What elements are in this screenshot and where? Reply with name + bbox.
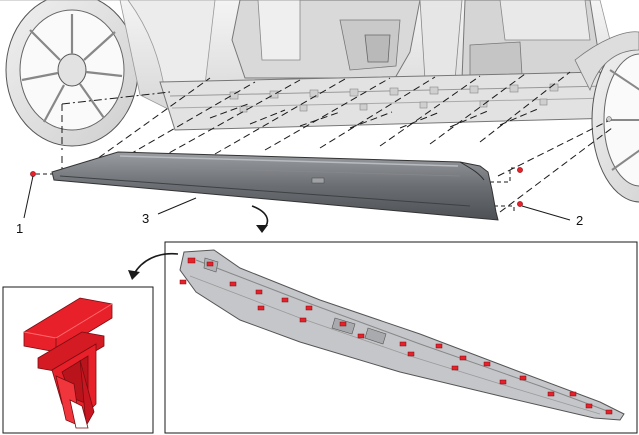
callout-3: 3 (142, 211, 150, 226)
callout-2: 2 (576, 213, 584, 228)
front-door-opening (461, 0, 599, 81)
push-clip-icon (23, 297, 113, 429)
rocker-panel-molding (51, 151, 499, 221)
vehicle-body (0, 0, 639, 203)
curved-arrow-icon (251, 205, 269, 233)
curved-arrow-icon (128, 252, 179, 280)
clip-enlargement-box (2, 286, 154, 434)
rear-wheel (5, 0, 139, 147)
callout-1: 1 (16, 221, 24, 236)
underside-detail-box (164, 241, 638, 434)
alignment-lines (36, 71, 613, 213)
clip-markers (30, 167, 523, 207)
rear-door-opening (231, 0, 421, 79)
front-wheel (591, 37, 639, 203)
